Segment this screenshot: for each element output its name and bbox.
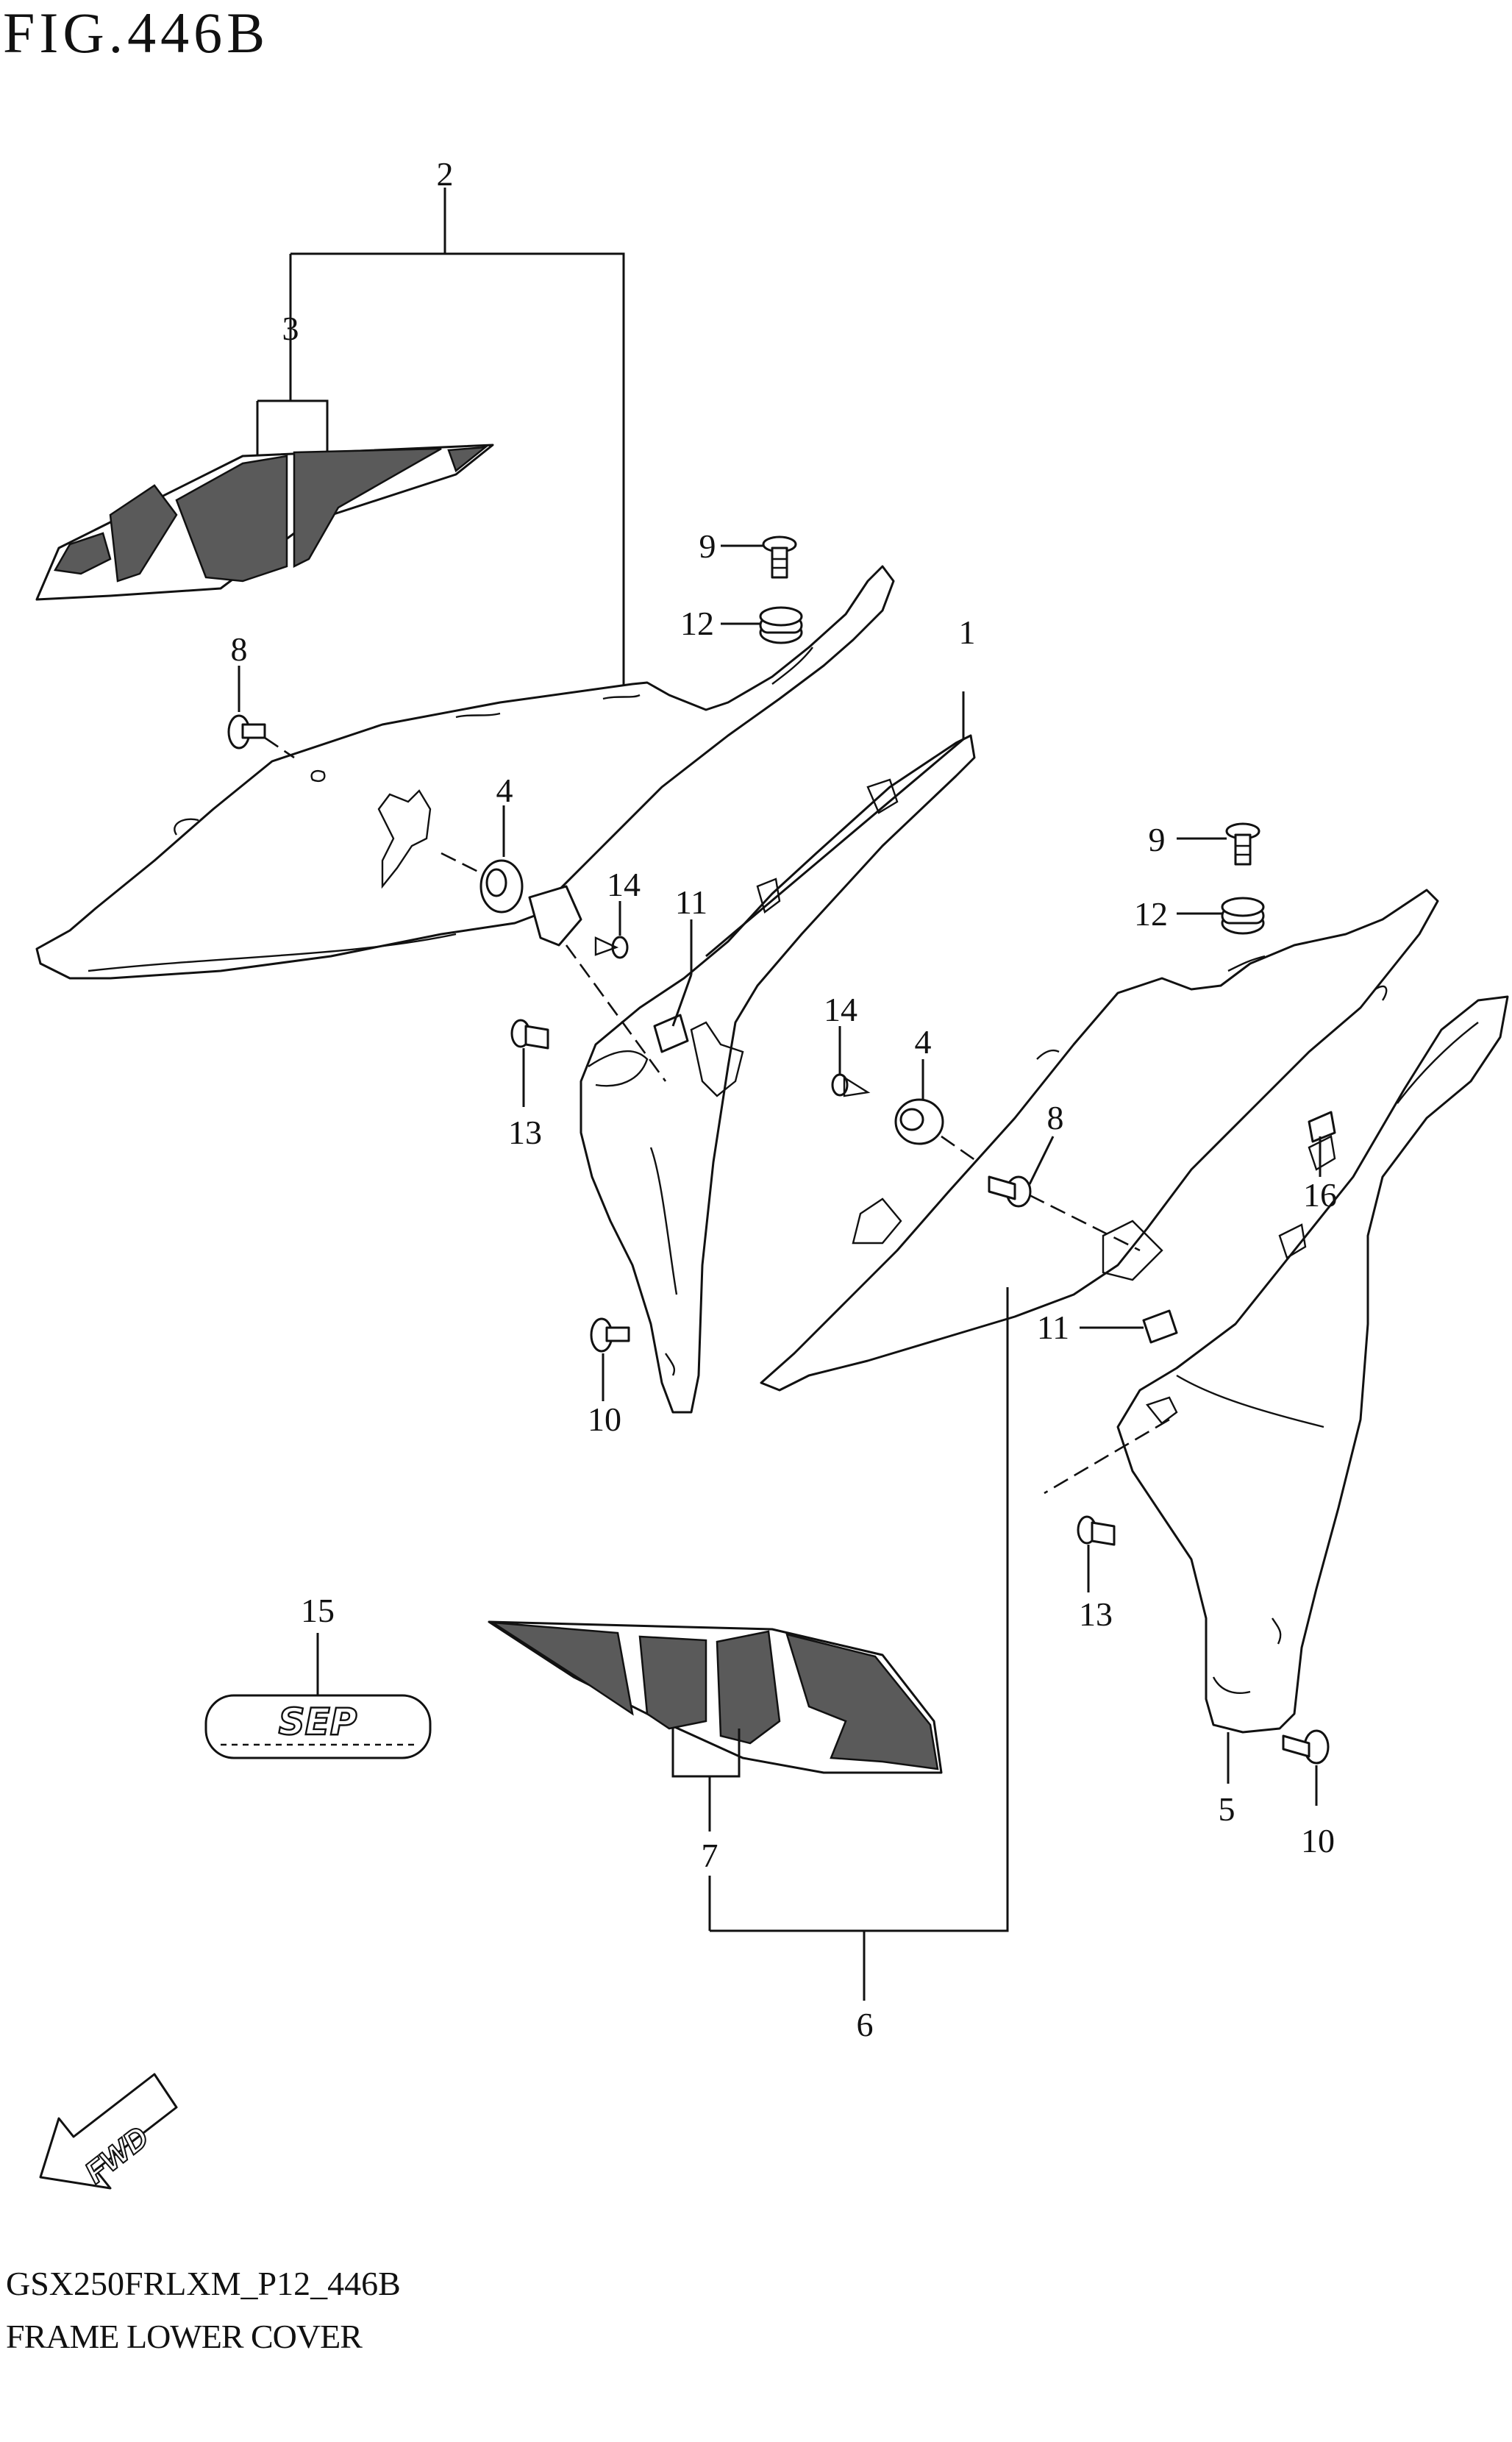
callout-9-lower: 9 [1149,821,1166,858]
callout-11-lower: 11 [1037,1309,1069,1346]
fastener-alignment-line-lower [1044,1418,1170,1495]
callout-4-upper: 4 [496,772,513,809]
figure-title: FIG.446B [3,1,270,65]
callout-7: 7 [702,1837,718,1874]
callout-3: 3 [282,310,299,347]
bolt-10-upper [590,1317,630,1401]
grommet-12-lower [1177,897,1265,935]
grommet-12-upper [721,606,803,644]
screw-14-lower [831,1026,871,1097]
model-code: GSX250FRLXM_P12_446B [6,2265,401,2302]
emblem-15: SEP [204,1633,432,1759]
callout-5: 5 [1219,1790,1235,1828]
leader-6-7 [671,1287,1009,2001]
callout-14-lower: 14 [824,991,857,1028]
callout-13-upper: 13 [508,1114,542,1151]
decal-3 [35,444,494,601]
fastener-alignment-line [565,944,667,1082]
decal-7 [488,1620,943,1774]
callout-6: 6 [857,2006,874,2043]
callout-15: 15 [301,1592,335,1629]
clip-11-lower [1080,1309,1178,1344]
callout-2: 2 [437,155,454,193]
bolt-9-lower [1177,822,1260,866]
callout-14-upper: 14 [607,866,641,903]
callout-8-lower: 8 [1047,1099,1064,1136]
callout-16: 16 [1303,1176,1337,1214]
leader-2-bracket [256,188,625,688]
callout-12-upper: 12 [680,605,714,642]
rivet-13-upper [510,1019,549,1107]
clip-11-upper [653,919,693,1053]
callout-10-upper: 10 [588,1400,621,1438]
emblem-text: SEP [279,1701,357,1743]
fwd-arrow-icon: FWD [39,2073,178,2190]
right-upper-cover [760,889,1439,1392]
callout-4-lower: 4 [915,1023,932,1061]
upper-left-cover [35,565,895,980]
screw-14-upper [594,901,629,959]
bolt-9-upper [721,535,797,579]
callout-8-upper: 8 [231,630,248,668]
callout-9-upper: 9 [699,527,716,565]
clip-16 [1308,1111,1336,1177]
damper-4-lower [894,1059,979,1164]
bolt-8-upper [227,666,295,759]
callout-12-lower: 12 [1134,895,1168,933]
callout-1: 1 [959,613,976,651]
callout-13-lower: 13 [1079,1595,1113,1633]
figure-name: FRAME LOWER COVER [6,2318,363,2355]
bolt-8-lower [988,1136,1141,1252]
inner-cover-1 [580,691,976,1414]
callout-11-upper: 11 [675,883,707,921]
inner-cover-5 [1116,995,1509,1734]
callout-10-lower: 10 [1301,1822,1335,1859]
bolt-10-lower [1282,1729,1330,1806]
rivet-13-lower [1077,1515,1116,1592]
damper-4-upper [441,805,524,914]
